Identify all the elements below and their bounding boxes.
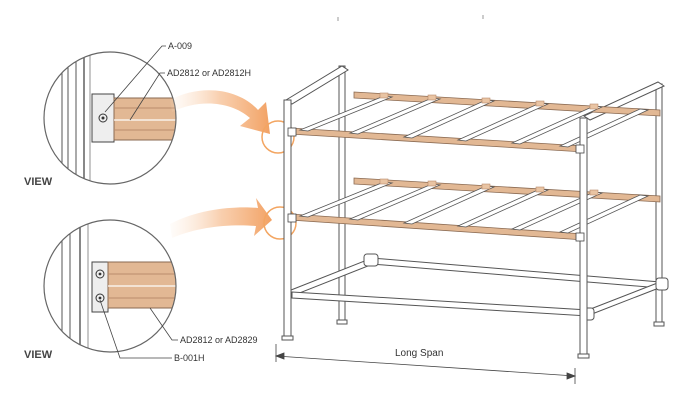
long-span-label: Long Span [395,348,443,359]
callout-leaders [99,45,178,359]
top-detail-view [43,51,177,185]
top-detail-circle [43,51,177,185]
callout-a009: A-009 [168,41,192,51]
arrow-bottom [170,198,272,238]
highlight-ring-bottom [263,206,297,240]
long-span-dimension [274,344,577,384]
callout-bottom-rail: AD2812 or AD2829 [180,335,258,345]
flow-rack [281,65,669,359]
bottom-detail-view [43,219,177,353]
bottom-detail-circle [43,219,177,353]
highlight-ring-top [261,120,295,154]
callout-b001h: B-001H [174,353,205,363]
view-label-bottom: VIEW [24,349,53,361]
arrow-top [170,90,270,134]
view-label-top: VIEW [24,176,53,188]
callout-top-rail: AD2812 or AD2812H [167,68,251,78]
